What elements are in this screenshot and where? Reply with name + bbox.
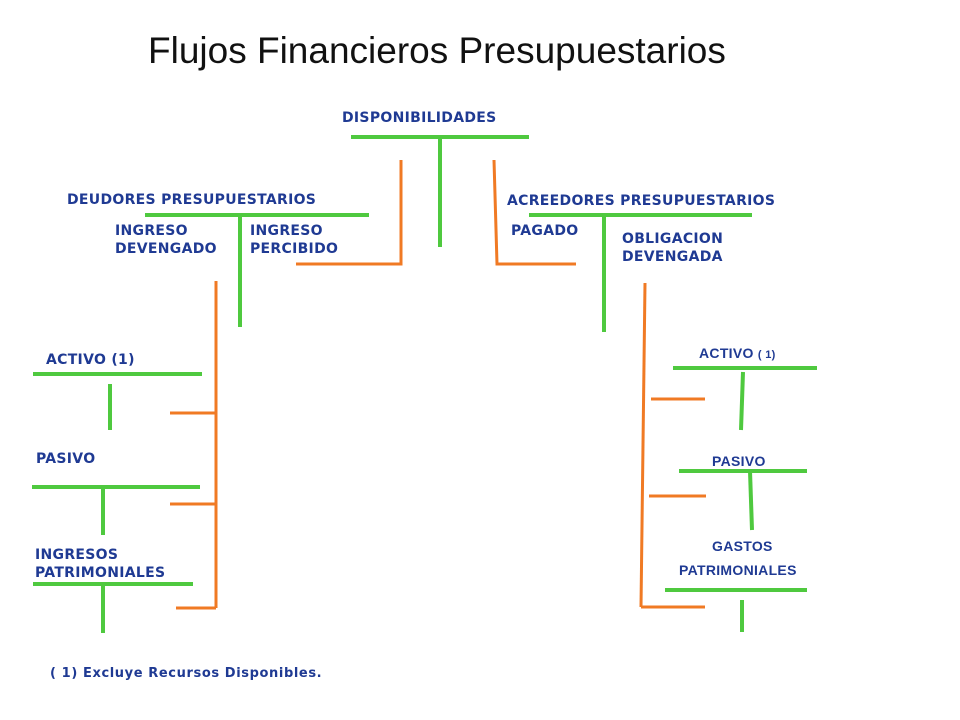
label-activo-right-main: ACTIVO	[699, 345, 754, 361]
label-ingreso-devengado: INGRESO DEVENGADO	[115, 223, 217, 257]
flow-right-vertical	[639, 282, 647, 608]
label-gastos-line2: PATRIMONIALES	[679, 562, 797, 578]
t-account-pasivo-right-stem	[748, 470, 754, 531]
t-account-activo-right-stem	[739, 371, 745, 431]
label-activo-right: ACTIVO ( 1)	[699, 344, 776, 364]
label-deudores-presupuestarios: DEUDORES PRESUPUESTARIOS	[67, 192, 317, 208]
label-gastos-line1: GASTOS	[712, 538, 773, 554]
label-pagado: PAGADO	[511, 223, 579, 239]
flow-disponibilidades-to-pagado	[492, 159, 576, 266]
label-acreedores-presupuestarios: ACREEDORES PRESUPUESTARIOS	[507, 193, 776, 209]
label-activo-left: ACTIVO (1)	[46, 352, 135, 368]
footnote: ( 1) Excluye Recursos Disponibles.	[50, 666, 323, 681]
label-pasivo-right: PASIVO	[712, 453, 766, 469]
label-obligacion-devengada: OBLIGACION DEVENGADA	[622, 231, 724, 265]
label-activo-right-note: ( 1)	[757, 349, 776, 361]
flow-percibido-to-disponibilidades	[296, 160, 403, 266]
label-ingreso-percibido: INGRESO PERCIBIDO	[250, 223, 339, 257]
label-pasivo-left: PASIVO	[36, 451, 96, 467]
label-disponibilidades: DISPONIBILIDADES	[342, 110, 497, 126]
page-title: Flujos Financieros Presupuestarios	[148, 30, 726, 71]
label-ingresos-patrimoniales: INGRESOS PATRIMONIALES	[35, 547, 166, 581]
